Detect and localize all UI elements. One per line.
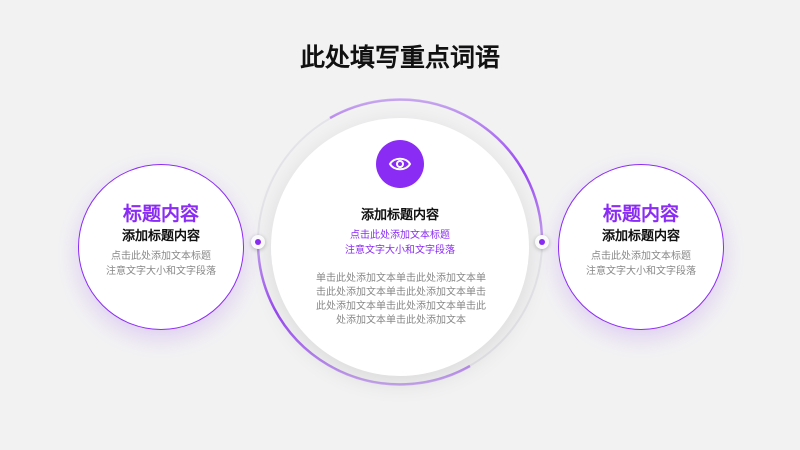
center-body-text: 单击此处添加文本单击此处添加文本单 击此处添加文本单击此处添加文本单击 此处添加… bbox=[315, 272, 487, 328]
center-body-line: 此处添加文本单击此处添加文本单击此 bbox=[316, 301, 486, 312]
center-subheading: 添加标题内容 bbox=[360, 208, 439, 223]
left-text-line: 点击此处添加文本标题 bbox=[111, 251, 211, 262]
right-text: 点击此处添加文本标题 注意文字大小和文字段落 bbox=[559, 249, 723, 279]
center-body-line: 单击此处添加文本单击此处添加文本单 bbox=[316, 273, 486, 284]
left-text: 点击此处添加文本标题 注意文字大小和文字段落 bbox=[79, 249, 243, 279]
center-card: 添加标题内容 点击此处添加文本标题 注意文字大小和文字段落 单击此处添加文本单击… bbox=[271, 118, 529, 376]
left-text-line: 注意文字大小和文字段落 bbox=[106, 266, 216, 277]
right-text-line: 点击此处添加文本标题 bbox=[591, 251, 691, 262]
center-highlight-line: 点击此处添加文本标题 bbox=[350, 230, 450, 241]
page-title: 此处填写重点词语 bbox=[299, 43, 500, 72]
right-heading: 标题内容 bbox=[602, 203, 679, 225]
left-subheading: 添加标题内容 bbox=[121, 229, 200, 244]
left-heading: 标题内容 bbox=[122, 203, 199, 225]
center-body-line: 处添加文本单击此处添加文本 bbox=[336, 315, 466, 326]
right-text-line: 注意文字大小和文字段落 bbox=[586, 266, 696, 277]
eye-icon bbox=[376, 140, 424, 188]
right-card: 标题内容 添加标题内容 点击此处添加文本标题 注意文字大小和文字段落 bbox=[558, 164, 724, 330]
left-card: 标题内容 添加标题内容 点击此处添加文本标题 注意文字大小和文字段落 bbox=[78, 164, 244, 330]
ring-marker-right bbox=[535, 235, 549, 249]
ring-marker-left bbox=[251, 235, 265, 249]
center-highlight-line: 注意文字大小和文字段落 bbox=[345, 245, 455, 256]
center-body-line: 击此处添加文本单击此处添加文本单击 bbox=[316, 287, 486, 298]
center-highlight-text: 点击此处添加文本标题 注意文字大小和文字段落 bbox=[271, 228, 529, 258]
right-subheading: 添加标题内容 bbox=[601, 229, 680, 244]
